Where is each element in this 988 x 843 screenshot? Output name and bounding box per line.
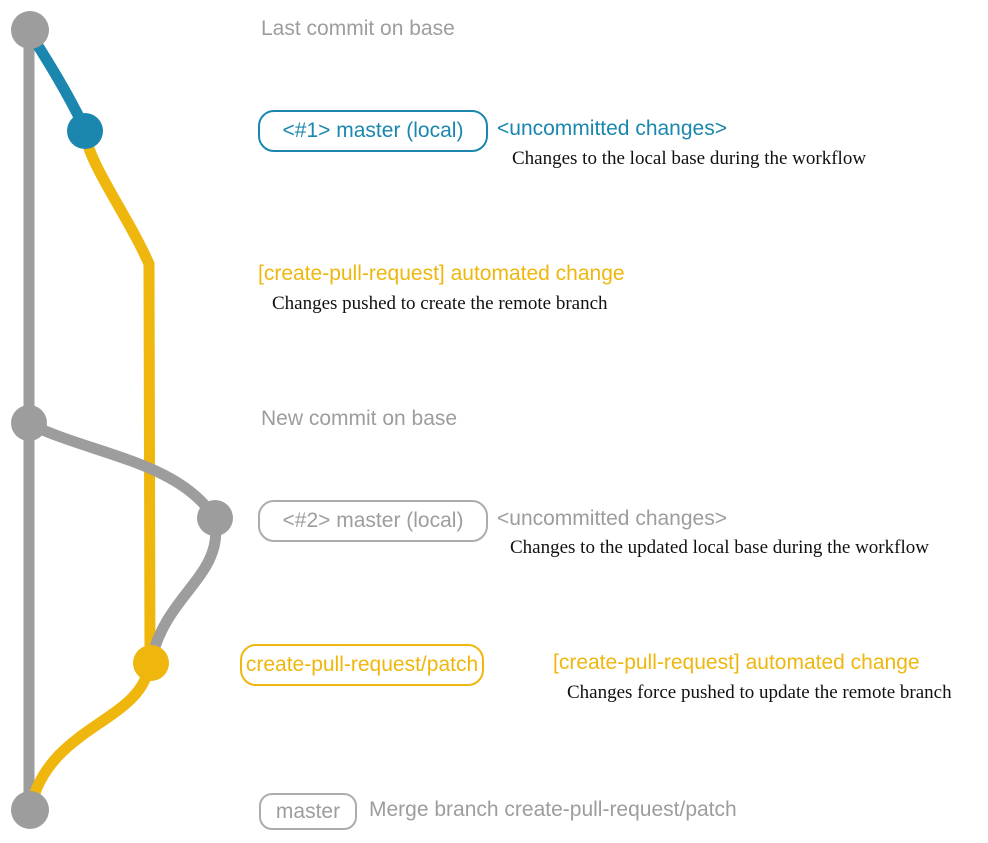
commit-dot-new-base (11, 405, 47, 441)
branch-badge-master-local-1-label: <#1> master (local) (282, 119, 464, 142)
step4-heading: [create-pull-request] automated change (553, 651, 920, 674)
commit-dot-local-master-2 (197, 500, 233, 536)
branch-badge-master: master (259, 793, 357, 830)
commit-graph (11, 11, 233, 829)
step3-description: Changes to the updated local base during… (510, 537, 929, 558)
step1-description: Changes to the local base during the wor… (512, 148, 867, 169)
step4-description: Changes force pushed to update the remot… (567, 682, 952, 703)
rebase-to-patch-line (146, 517, 222, 664)
step2-heading: [create-pull-request] automated change (258, 262, 625, 285)
commit-dot-local-master-1 (67, 113, 103, 149)
branch-badge-master-local-1: <#1> master (local) (258, 110, 488, 152)
base-update-branch-line (23, 418, 220, 523)
step3-heading: <uncommitted changes> (497, 507, 727, 530)
step2-description: Changes pushed to create the remote bran… (272, 293, 608, 314)
branch-badge-master-local-2: <#2> master (local) (258, 500, 488, 542)
commit-dot-merge (11, 791, 49, 829)
branch-badge-master-local-2-label: <#2> master (local) (282, 509, 464, 532)
patch-branch-line (80, 132, 156, 666)
step1-heading: <uncommitted changes> (497, 117, 727, 140)
commit-dot-last-base (11, 11, 49, 49)
merge-branch-line (25, 659, 155, 812)
annotation-new-commit-on-base: New commit on base (261, 407, 458, 430)
annotation-last-commit-on-base: Last commit on base (261, 17, 455, 40)
branch-badge-patch-label: create-pull-request/patch (245, 653, 479, 676)
commit-dot-patch (133, 645, 169, 681)
branch-badge-patch: create-pull-request/patch (240, 644, 484, 686)
step5-heading: Merge branch create-pull-request/patch (369, 798, 737, 821)
branch-badge-master-label: master (275, 799, 341, 823)
